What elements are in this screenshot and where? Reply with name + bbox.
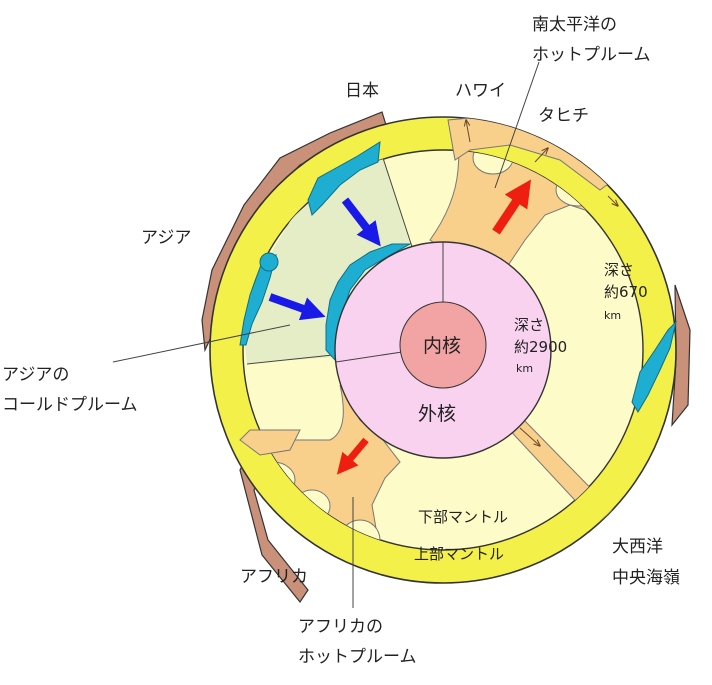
- cold-plume-arrow: [341, 197, 381, 247]
- asia-slab: [307, 141, 381, 216]
- label-upper-mantle: 上部マントル: [414, 545, 504, 563]
- label-asia: アジア: [141, 228, 191, 248]
- cold-plume-arrow: [268, 293, 326, 321]
- asia-slab-pooling: [325, 243, 412, 362]
- label-tahiti: タヒチ: [538, 106, 589, 126]
- label-mid-atlantic-line2: 中央海嶺: [612, 568, 680, 588]
- label-mid-atlantic-line1: 大西洋: [612, 537, 663, 557]
- label-depth-2900-line1: 深さ: [514, 316, 544, 334]
- label-hawaii: ハワイ: [455, 81, 506, 101]
- leader-line: [112, 324, 291, 363]
- label-african-plume-line2: ホットプルーム: [298, 647, 417, 667]
- label-depth-2900-line2: 約2900: [514, 338, 567, 356]
- label-asia-cold-plume-line1: アジアの: [2, 365, 69, 385]
- small-flow-arrow: [466, 120, 471, 143]
- label-south-pacific-plume-line2: ホットプルーム: [532, 45, 651, 65]
- atlantic-slab: [631, 320, 677, 413]
- african-plume-upper: [239, 429, 301, 456]
- small-flow-arrow: [607, 195, 618, 206]
- label-depth-670-unit: km: [604, 309, 621, 322]
- leader-line: [494, 61, 540, 189]
- cold-slabs: [239, 141, 677, 413]
- core-divider: [335, 351, 403, 363]
- label-african-plume-line1: アフリカの: [298, 617, 383, 637]
- small-flow-arrow: [519, 427, 540, 446]
- small-flow-arrow: [534, 148, 548, 163]
- label-depth-2900-unit: km: [516, 362, 533, 375]
- label-asia-cold-plume-line2: コールドプルーム: [2, 395, 138, 415]
- label-depth-670-line1: 深さ: [604, 261, 634, 279]
- asia-slab-tip: [259, 252, 279, 272]
- label-inner-core: 内核: [423, 335, 461, 357]
- label-japan: 日本: [345, 81, 379, 101]
- label-africa: アフリカ: [240, 567, 308, 587]
- inner-core: [399, 301, 487, 389]
- hot-plume-arrow: [492, 179, 531, 235]
- label-depth-670-line2: 約670: [604, 283, 648, 301]
- label-lower-mantle: 下部マントル: [418, 508, 508, 526]
- label-south-pacific-plume-line1: 南太平洋の: [532, 15, 617, 35]
- label-outer-core: 外核: [418, 403, 456, 425]
- hot-plume-arrow: [336, 437, 369, 475]
